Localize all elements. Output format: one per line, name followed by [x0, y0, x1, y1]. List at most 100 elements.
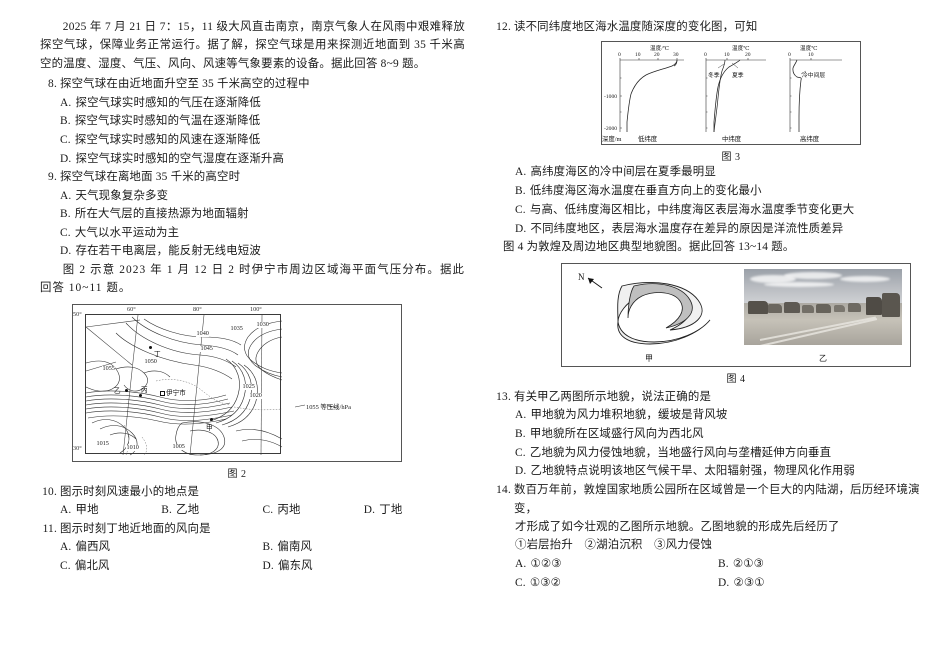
option-label: C.	[60, 226, 71, 239]
question-13-option-a[interactable]: A.甲地貌为风力堆积地貌，缓坡是背风坡	[491, 406, 921, 425]
question-8-option-b[interactable]: B.探空气球实时感知的气温在逐渐降低	[40, 112, 465, 131]
question-10-option-a[interactable]: A.甲地	[60, 501, 161, 520]
option-label: B.	[515, 185, 526, 198]
panel-label-mid-latitude: 中纬度	[722, 136, 742, 144]
question-13: 13. 有关甲乙两图所示地貌，说法正确的是	[491, 388, 921, 406]
option-label: A.	[60, 96, 72, 109]
mid-latitude-winter-curve	[713, 60, 726, 133]
option-text: 偏北风	[74, 560, 110, 572]
question-11-option-c[interactable]: C.偏北风	[60, 557, 263, 576]
contour-label-1040: 1040	[196, 329, 210, 338]
annotation-cold-intermediate-layer: 冷中间层	[802, 73, 826, 80]
option-text: 丙地	[277, 504, 301, 517]
question-14-number: 14.	[496, 484, 511, 497]
parallel-curves	[85, 319, 141, 366]
chart-panel-mid-latitude: 温度℃ 0 10 20 冬季 夏季 中纬度	[694, 42, 778, 146]
question-13-number: 13.	[496, 390, 511, 403]
barchan-dune-diagram: N	[578, 272, 711, 345]
figure-4-frame: N 甲	[561, 262, 911, 367]
question-8-option-a[interactable]: A.探空气球实时感知的气压在逐渐降低	[40, 94, 465, 113]
option-text: ①②③	[530, 557, 562, 570]
parallel-50	[85, 361, 117, 372]
axis-title-temperature: 温度/℃	[650, 46, 669, 53]
question-10-option-b[interactable]: B.乙地	[161, 501, 262, 520]
question-11-text: 图示时刻丁地近地面的风向是	[60, 522, 211, 535]
option-text: 大气以水平运动为主	[74, 226, 180, 239]
question-14-option-a[interactable]: A.①②③	[515, 555, 718, 574]
question-9-option-b[interactable]: B.所在大气层的直接热源为地面辐射	[40, 205, 465, 224]
mid-latitude-summer-curve	[713, 60, 741, 133]
question-13-option-b[interactable]: B.甲地貌所在区域盛行风向为西北风	[491, 425, 921, 444]
question-14-option-c[interactable]: C.①③②	[515, 574, 718, 593]
option-label: A.	[60, 504, 72, 517]
question-13-option-d[interactable]: D.乙地貌特点说明该地区气候干旱、太阳辐射强，物理风化作用弱	[491, 462, 921, 481]
question-14-process-items: ①岩层抬升 ②湖泊沉积 ③风力侵蚀	[515, 539, 713, 552]
question-14-option-b[interactable]: B.②①③	[718, 555, 921, 574]
question-8-option-c[interactable]: C.探空气球实时感知的风速在逐渐降低	[40, 131, 465, 150]
option-label: D.	[60, 152, 72, 165]
right-column: 12. 读不同纬度地区海水温度随深度的变化图，可知 温度/℃ 0 10 20 3…	[491, 18, 921, 644]
option-label: A.	[60, 541, 72, 554]
option-label: D.	[718, 576, 730, 589]
axis-title-temperature: 温度℃	[800, 46, 818, 53]
question-13-option-c[interactable]: C.乙地貌为风力侵蚀地貌，当地盛行风向与垄槽延伸方向垂直	[491, 444, 921, 463]
question-10-option-c[interactable]: C.丙地	[263, 501, 364, 520]
option-text: 天气现象复杂多变	[75, 189, 169, 202]
question-8-option-d[interactable]: D.探空气球实时感知的空气湿度在逐渐升高	[40, 150, 465, 169]
option-label: C.	[515, 446, 526, 459]
option-text: 偏南风	[277, 541, 313, 554]
question-11-option-a[interactable]: A.偏西风	[60, 538, 263, 557]
option-text: 偏东风	[277, 560, 313, 572]
question-12-option-c[interactable]: C.与高、低纬度海区相比，中纬度海区表层海水温度季节变化更大	[491, 201, 921, 220]
option-label: B.	[718, 557, 729, 570]
city-label-yining: 伊宁市	[166, 389, 186, 397]
low-latitude-curve	[626, 60, 678, 133]
option-text: ②③①	[733, 576, 765, 589]
yardang-ridge-large	[866, 296, 882, 315]
lat-label-50: 50°	[73, 310, 82, 318]
xtick-10: 10	[724, 52, 730, 59]
contour-label-1055: 1055	[102, 364, 116, 373]
figure-4-label-yi: 乙	[819, 353, 827, 363]
point-marker-yi	[125, 388, 129, 393]
option-text: 乙地	[176, 504, 200, 517]
question-11-number: 11.	[42, 522, 57, 535]
city-marker-yining	[160, 390, 166, 397]
north-arrow-head	[588, 277, 594, 284]
question-12-option-d[interactable]: D.不同纬度地区，表层海水温度存在差异的原因是洋流性质差异	[491, 220, 921, 239]
option-text: 甲地貌为风力堆积地貌，缓坡是背风坡	[530, 409, 728, 422]
option-text: 乙地貌为风力侵蚀地貌，当地盛行风向与垄槽延伸方向垂直	[529, 446, 832, 459]
question-12-option-a[interactable]: A.高纬度海区的冷中间层在夏季最明显	[491, 163, 921, 182]
contour-label-1030: 1030	[256, 320, 270, 329]
yardang-ridge	[816, 303, 831, 313]
option-text: 不同纬度地区，表层海水温度存在差异的原因是洋流性质差异	[530, 222, 844, 235]
question-9-option-c[interactable]: C.大气以水平运动为主	[40, 224, 465, 243]
question-10-option-d[interactable]: D.丁地	[364, 501, 465, 520]
question-14-option-d[interactable]: D.②③①	[718, 574, 921, 593]
ytick-1000: -1000	[604, 94, 618, 101]
map-legend: 1055 等压线/hPa	[294, 401, 367, 411]
question-11-option-d[interactable]: D.偏东风	[263, 557, 466, 576]
yardang-ridge	[848, 302, 861, 312]
question-8-number: 8.	[48, 78, 57, 91]
yardang-photo	[744, 268, 902, 345]
yardang-ridge	[784, 301, 800, 313]
question-11-option-b[interactable]: B.偏南风	[263, 538, 466, 557]
annotation-summer: 夏季	[732, 73, 744, 80]
cloud-shape	[784, 271, 842, 279]
passage-intro-2: 图 2 示意 2023 年 1 月 12 日 2 时伊宁市周边区域海平面气压分布…	[40, 263, 465, 295]
option-text: 丁地	[379, 504, 403, 517]
lat-label-30: 30°	[73, 444, 82, 452]
option-label: A.	[515, 409, 527, 422]
contour-label-1025: 1025	[242, 382, 256, 391]
figure-4: N 甲	[561, 262, 911, 385]
option-label: C.	[515, 203, 526, 216]
option-text: 低纬度海区海水温度在垂直方向上的变化最小	[529, 185, 762, 198]
yardang-ridge-large	[882, 292, 900, 317]
question-9-option-a[interactable]: A.天气现象复杂多变	[40, 187, 465, 206]
option-text: ②①③	[732, 557, 765, 570]
legend-isobar-icon	[294, 404, 338, 409]
question-9-option-d[interactable]: D.存在若干电离层，能反射无线电短波	[40, 242, 465, 261]
question-12-option-b[interactable]: B.低纬度海区海水温度在垂直方向上的变化最小	[491, 182, 921, 201]
figure-4-label-jia: 甲	[645, 353, 653, 363]
